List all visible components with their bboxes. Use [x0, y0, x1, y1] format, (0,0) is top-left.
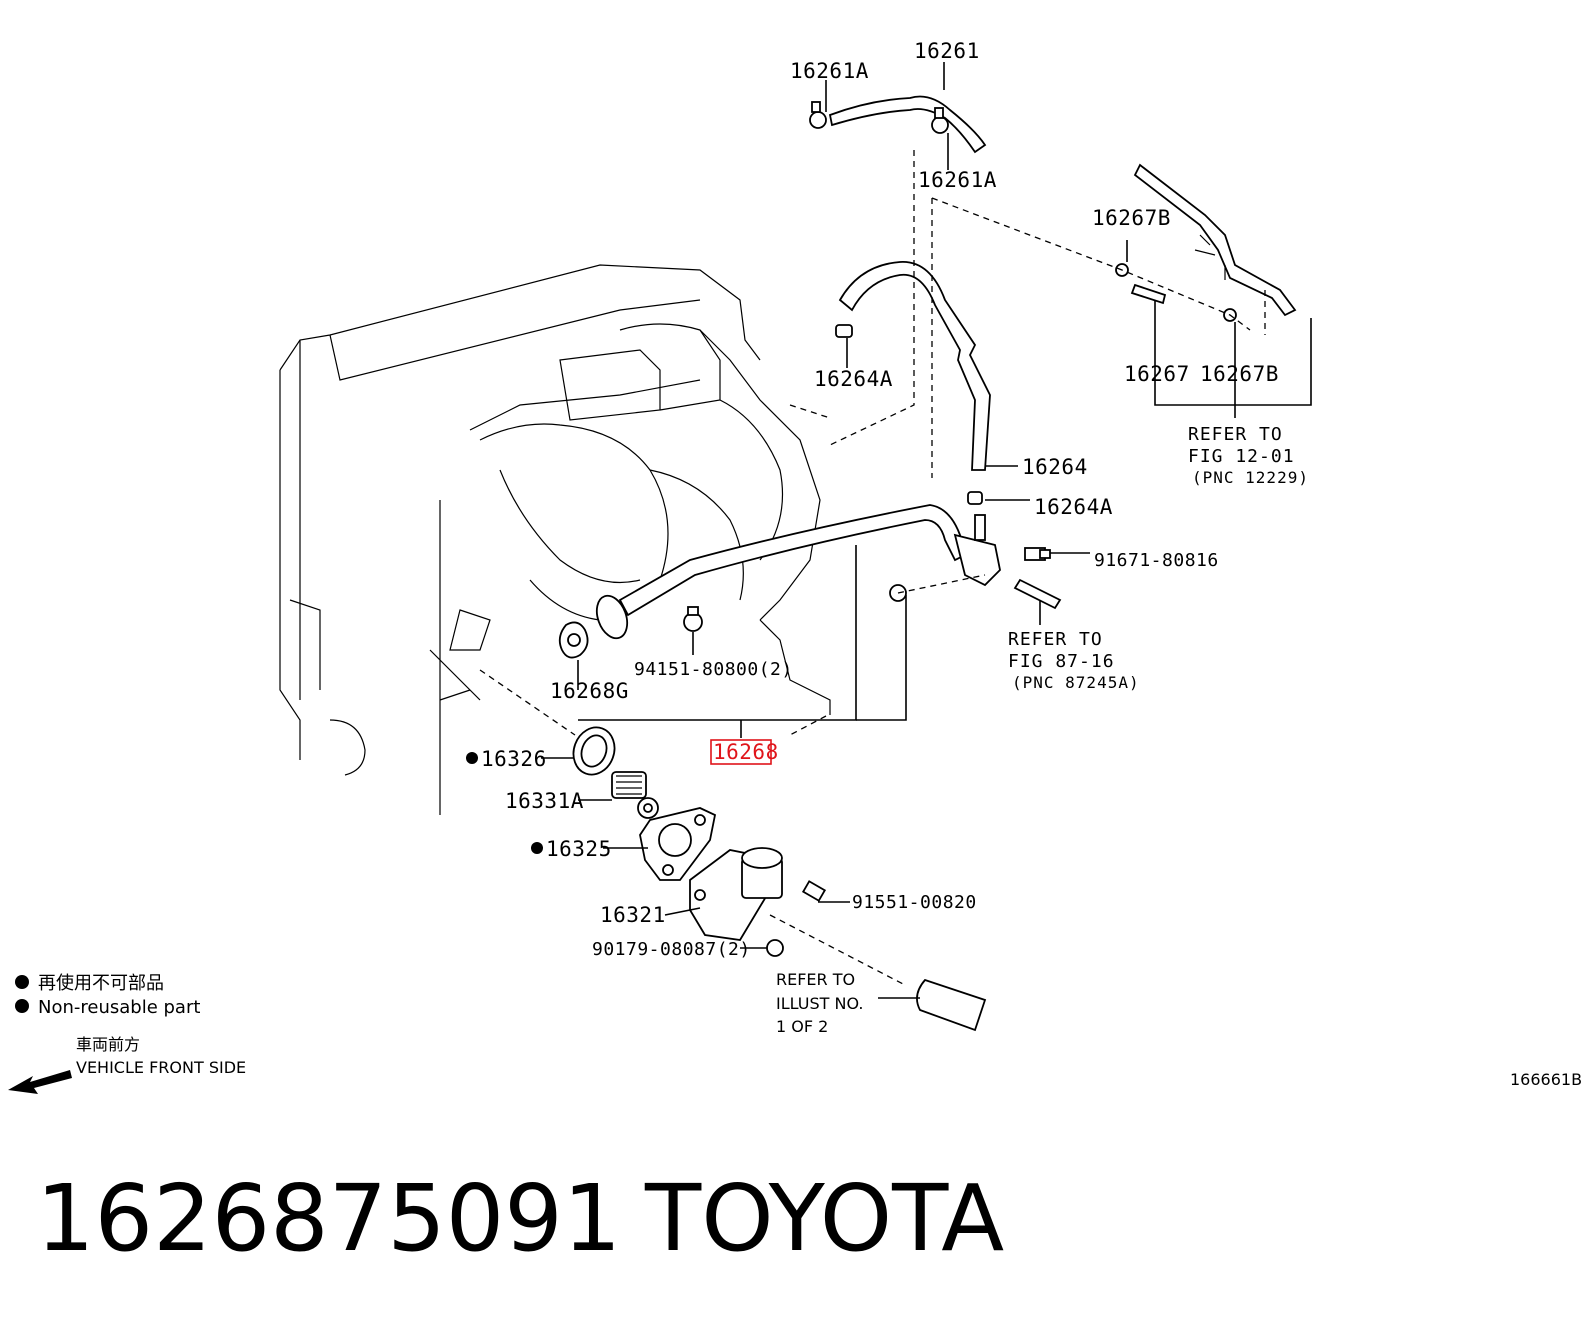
- ref-fig-12-01: REFER TO FIG 12-01 (PNC 12229): [1188, 424, 1309, 487]
- gasket-16268g: [558, 621, 589, 659]
- clamp-16261a-top: [809, 101, 827, 129]
- legend-dot-jp: [15, 975, 29, 989]
- svg-text:FIG 12-01: FIG 12-01: [1188, 446, 1295, 467]
- hose-16264: [838, 261, 991, 471]
- ring-16326: [572, 726, 616, 776]
- callout-16264a-top: 16264A: [814, 367, 893, 391]
- bolt-90179: [766, 939, 784, 957]
- svg-text:1 OF 2: 1 OF 2: [776, 1017, 828, 1036]
- legend: 再使用不可部品 Non-reusable part 車両前方 VEHICLE F…: [8, 973, 246, 1094]
- leader-lines: [541, 62, 1312, 999]
- nonreusable-dot-16326: [466, 752, 478, 764]
- callouts: 16261 16261A 16261A 16267B 16267 16267B …: [466, 39, 1279, 960]
- callout-91551: 91551-00820: [852, 892, 977, 913]
- svg-text:(PNC 12229): (PNC 12229): [1192, 468, 1309, 487]
- thermostat-16331a: [611, 771, 659, 819]
- svg-text:REFER TO: REFER TO: [1008, 629, 1103, 650]
- callout-16331a: 16331A: [505, 789, 584, 813]
- engine-block-illustration: [279, 264, 831, 815]
- hose-16261: [828, 95, 987, 154]
- svg-text:FIG 87-16: FIG 87-16: [1008, 651, 1115, 672]
- bolt-91551: [801, 880, 827, 902]
- brand-name: TOYOTA: [644, 1165, 1004, 1272]
- pipe-16267-assembly: [1130, 163, 1297, 317]
- callout-94151: 94151-80800(2): [634, 659, 793, 680]
- callout-16268g: 16268G: [550, 679, 629, 703]
- pipe-16268: [595, 504, 1001, 640]
- callout-90179: 90179-08087(2): [592, 939, 751, 960]
- callout-91671: 91671-80816: [1094, 550, 1219, 571]
- hose-refer-illust: [916, 978, 987, 1032]
- nonreusable-dot-16325: [531, 842, 543, 854]
- svg-text:ILLUST NO.: ILLUST NO.: [776, 994, 863, 1013]
- clamp-16261a-mid: [931, 107, 949, 134]
- legend-front-en: VEHICLE FRONT SIDE: [76, 1058, 246, 1077]
- nut-94151: [683, 606, 703, 632]
- callout-16267b-top: 16267B: [1092, 206, 1171, 230]
- bolt-91671: [1024, 547, 1051, 561]
- vehicle-front-arrow-icon: [8, 1070, 72, 1094]
- callout-16264a-bot: 16264A: [1034, 495, 1113, 519]
- legend-nonreusable-jp: 再使用不可部品: [38, 973, 164, 994]
- callout-16264: 16264: [1022, 455, 1088, 479]
- highlight-box: [710, 739, 772, 765]
- svg-text:REFER TO: REFER TO: [776, 970, 855, 989]
- callout-16261a-top: 16261A: [790, 59, 869, 83]
- clamp-16264a-bot: [967, 491, 983, 505]
- clamp-16264a-top: [835, 324, 853, 338]
- callout-16321: 16321: [600, 903, 666, 927]
- callout-16261a-mid: 16261A: [918, 168, 997, 192]
- inlet-16321: [689, 847, 783, 941]
- legend-dot-en: [15, 999, 29, 1013]
- callout-16261: 16261: [914, 39, 980, 63]
- legend-front-jp: 車両前方: [76, 1035, 140, 1054]
- callout-16267b-bot: 16267B: [1200, 362, 1279, 386]
- svg-text:REFER TO: REFER TO: [1188, 424, 1283, 445]
- figure-code: 166661B: [1510, 1070, 1582, 1089]
- callout-16326: 16326: [481, 747, 547, 771]
- svg-text:(PNC 87245A): (PNC 87245A): [1012, 673, 1140, 692]
- callout-16325: 16325: [546, 837, 612, 861]
- phantom-lines: [479, 150, 1266, 986]
- hose-refer-87: [1013, 578, 1062, 610]
- ref-illust-1-of-2: REFER TO ILLUST NO. 1 OF 2: [776, 970, 863, 1036]
- part-number: 1626875091: [36, 1165, 621, 1272]
- gasket-16325: [639, 807, 717, 881]
- callout-16268-highlighted: 16268: [713, 740, 779, 764]
- ref-fig-87-16: REFER TO FIG 87-16 (PNC 87245A): [1008, 629, 1140, 692]
- callout-16267: 16267: [1124, 362, 1190, 386]
- legend-nonreusable-en: Non-reusable part: [38, 997, 200, 1018]
